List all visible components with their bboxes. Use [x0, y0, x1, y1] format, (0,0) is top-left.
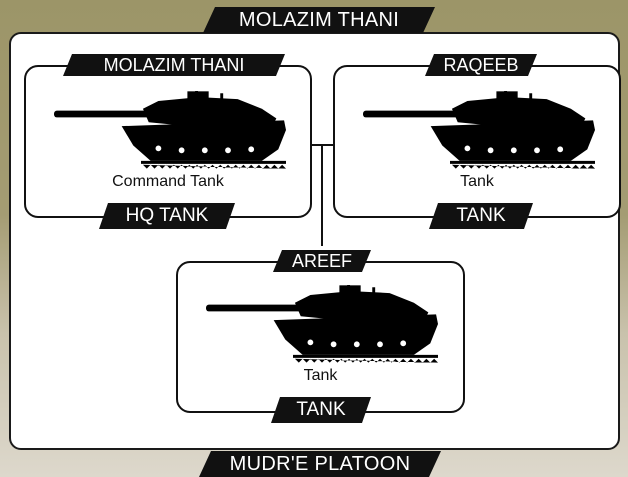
connector-line [310, 144, 336, 146]
unit-card-raqeeb[interactable]: Tank [333, 65, 621, 218]
unit-name: Command Tank [112, 173, 224, 190]
unit-role-tag: TANK [429, 203, 533, 229]
unit-name: Tank [460, 173, 494, 190]
header-banner: MOLAZIM THANI [203, 7, 435, 33]
tank-icon [206, 285, 438, 363]
footer-banner: MUDR'E PLATOON [199, 451, 441, 477]
unit-card-hq[interactable]: Command Tank [24, 65, 312, 218]
unit-rank-tag: RAQEEB [425, 54, 537, 76]
unit-card-areef[interactable]: Tank [176, 261, 465, 413]
unit-rank-tag: MOLAZIM THANI [63, 54, 285, 76]
unit-role-tag: HQ TANK [99, 203, 235, 229]
tank-icon [363, 91, 595, 169]
tank-icon [54, 91, 286, 169]
unit-role-tag: TANK [271, 397, 371, 423]
connector-line [321, 144, 323, 246]
unit-rank-tag: AREEF [273, 250, 371, 272]
unit-name: Tank [303, 367, 338, 384]
